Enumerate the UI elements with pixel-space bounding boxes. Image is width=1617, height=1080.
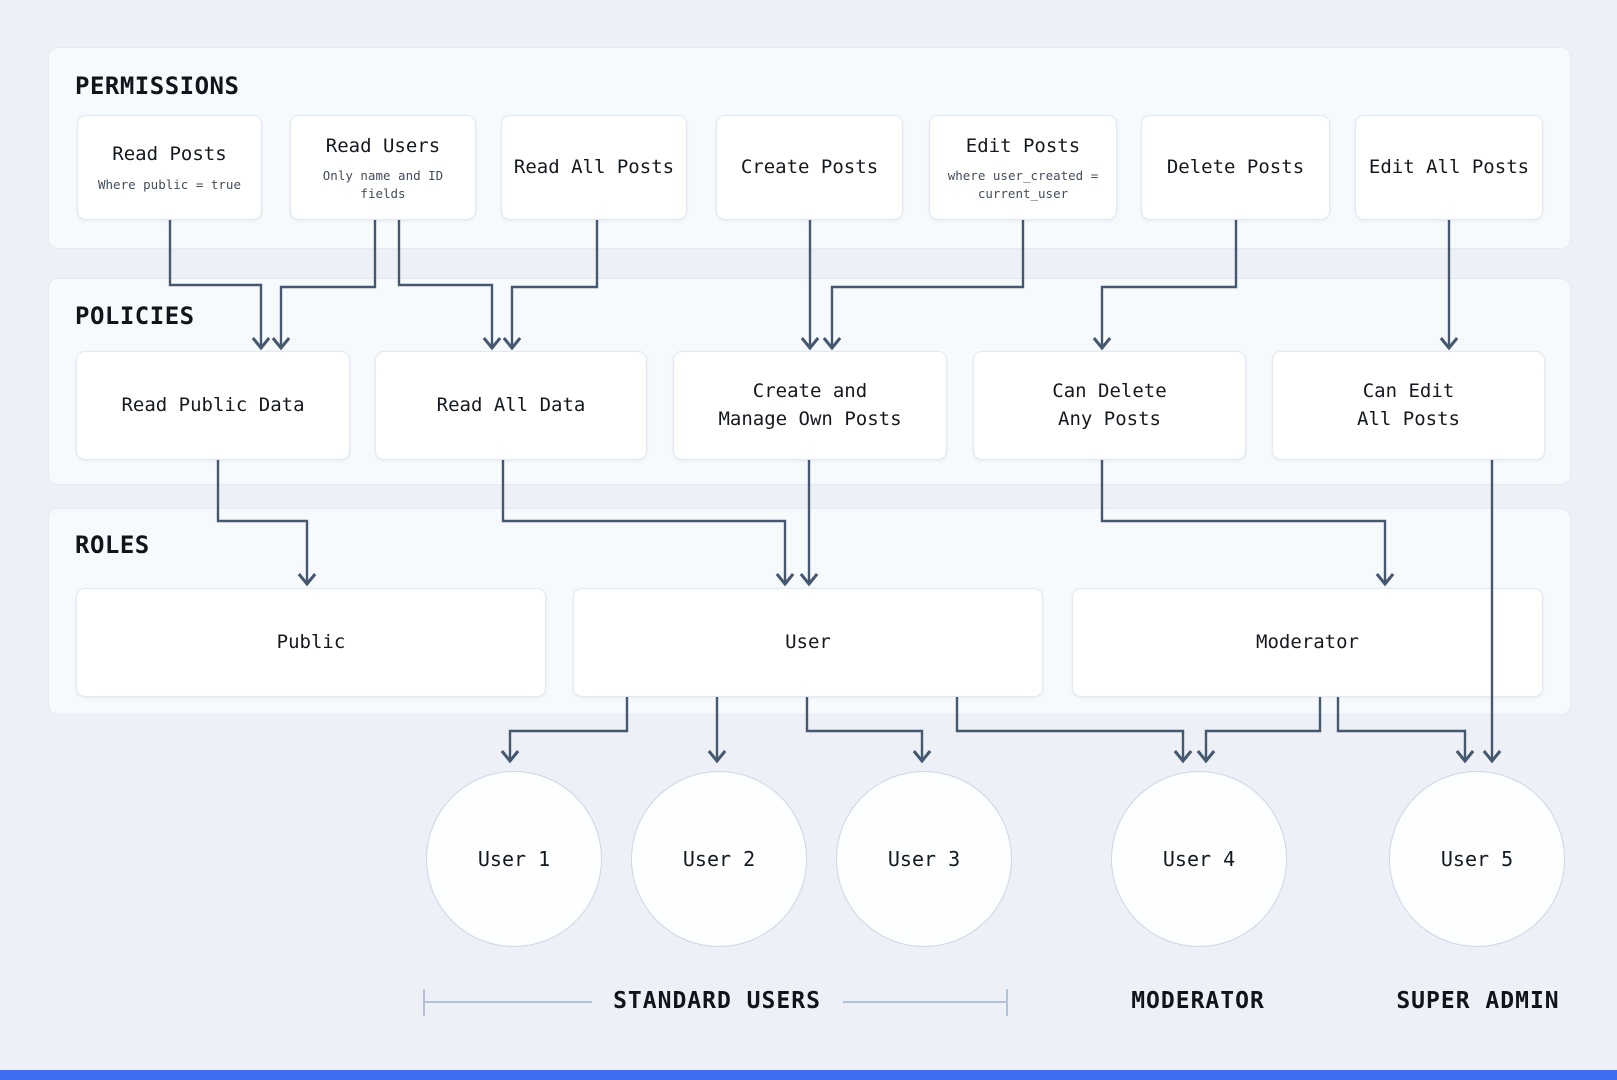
node-role-public: Public	[76, 588, 546, 697]
node-read-users-title: Read Users	[325, 134, 441, 157]
user-3-label: User 3	[887, 847, 961, 871]
node-role-moderator: Moderator	[1072, 588, 1543, 697]
node-read-posts-title: Read Posts	[112, 143, 227, 166]
node-edit-posts-title: Edit Posts	[965, 134, 1081, 157]
group-label-moderator: MODERATOR	[1131, 988, 1265, 1014]
node-can-delete-any-posts: Can Delete Any Posts	[973, 351, 1246, 460]
node-read-users-subtitle: Only name and ID fields	[322, 168, 444, 201]
node-role-moderator-title: Moderator	[1256, 630, 1359, 653]
node-read-all-data-title: Read All Data	[436, 393, 586, 416]
node-can-delete-any-posts-title: Can Delete Any Posts	[1052, 379, 1167, 430]
node-delete-posts-title: Delete Posts	[1166, 155, 1305, 178]
user-2-circle: User 2	[631, 771, 807, 947]
node-read-posts: Read Posts Where public = true	[77, 115, 262, 220]
node-create-posts-title: Create Posts	[740, 155, 879, 178]
node-read-users: Read Users Only name and ID fields	[290, 115, 476, 220]
node-read-all-posts-title: Read All Posts	[513, 155, 675, 178]
node-edit-all-posts-title: Edit All Posts	[1368, 155, 1530, 178]
group-label-standard-users: STANDARD USERS	[613, 988, 821, 1014]
node-read-public-data: Read Public Data	[76, 351, 350, 460]
node-create-posts: Create Posts	[716, 115, 903, 220]
node-edit-all-posts: Edit All Posts	[1355, 115, 1543, 220]
user-3-circle: User 3	[836, 771, 1012, 947]
node-create-manage-own-posts-title: Create and Manage Own Posts	[718, 379, 902, 430]
user-5-circle: User 5	[1389, 771, 1565, 947]
node-role-public-title: Public	[276, 630, 346, 653]
node-can-edit-all-posts-title: Can Edit All Posts	[1357, 379, 1460, 430]
policies-section-title: POLICIES	[75, 302, 195, 330]
node-create-manage-own-posts: Create and Manage Own Posts	[673, 351, 947, 460]
user-1-label: User 1	[477, 847, 551, 871]
user-1-circle: User 1	[426, 771, 602, 947]
permissions-section-title: PERMISSIONS	[75, 72, 240, 100]
node-read-all-posts: Read All Posts	[501, 115, 687, 220]
user-4-label: User 4	[1162, 847, 1236, 871]
user-2-label: User 2	[682, 847, 756, 871]
node-can-edit-all-posts: Can Edit All Posts	[1272, 351, 1545, 460]
standard-users-bracket-left-line	[423, 1001, 592, 1003]
node-role-user: User	[573, 588, 1043, 697]
node-edit-posts: Edit Posts where user_created = current_…	[929, 115, 1117, 220]
node-read-public-data-title: Read Public Data	[121, 393, 305, 416]
bottom-accent-bar	[0, 1070, 1617, 1080]
node-delete-posts: Delete Posts	[1141, 115, 1330, 220]
standard-users-bracket-right-line	[843, 1001, 1007, 1003]
group-label-super-admin: SUPER ADMIN	[1396, 988, 1560, 1014]
roles-section-title: ROLES	[75, 531, 150, 559]
node-read-posts-subtitle: Where public = true	[98, 177, 241, 193]
standard-users-bracket-right-tick	[1006, 989, 1008, 1016]
user-5-label: User 5	[1440, 847, 1514, 871]
node-role-user-title: User	[785, 630, 831, 653]
user-4-circle: User 4	[1111, 771, 1287, 947]
node-read-all-data: Read All Data	[375, 351, 647, 460]
node-edit-posts-subtitle: where user_created = current_user	[947, 168, 1099, 201]
